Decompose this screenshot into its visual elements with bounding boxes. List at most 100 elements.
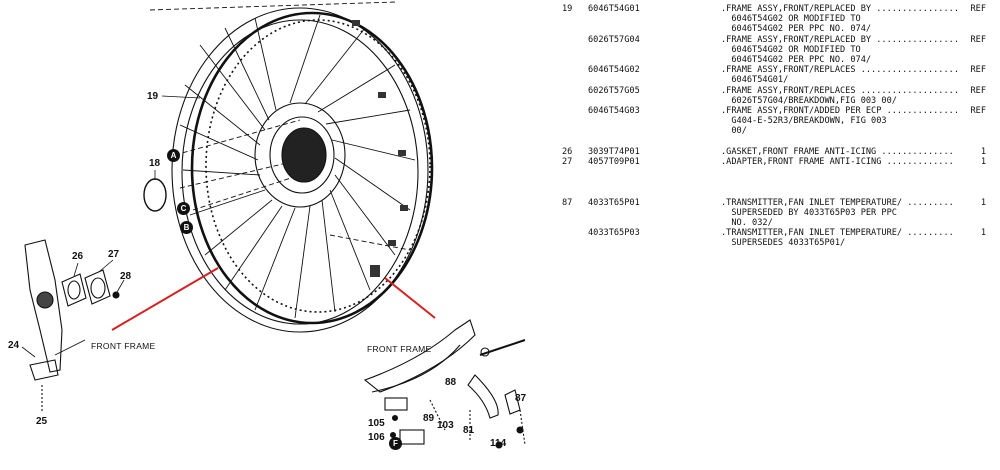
parts-list-row: 19 6046T54G01 .FRAME ASSY,FRONT/REPLACED B… xyxy=(548,4,990,14)
nomenclature: 00/ xyxy=(721,126,747,137)
parts-list-row: 6026T57G04 .FRAME ASSY,FRONT/REPLACED BY … xyxy=(548,35,990,45)
part-number: 4033T65P03 xyxy=(588,228,640,239)
inset-detail xyxy=(363,319,526,449)
o-ring-18 xyxy=(143,178,167,212)
part-number: 4033T65P01 xyxy=(588,197,640,208)
parts-list-row: 6026T57G04/BREAKDOWN,FIG 003 00/ xyxy=(548,96,990,106)
part-number: 4057T09P01 xyxy=(588,156,640,167)
dashed-leaders xyxy=(149,1,411,251)
letter-b: B xyxy=(180,221,193,234)
parts-list-row: 87 4033T65P01 .TRANSMITTER,FAN INLET TEMPE… xyxy=(548,198,990,208)
parts-list-row xyxy=(548,177,990,187)
units-per-assy: 1 xyxy=(980,228,986,239)
front-frame-segment-left xyxy=(24,239,63,373)
units-per-assy: REF xyxy=(970,105,986,116)
front-frame-label-left: FRONT FRAME xyxy=(91,341,156,351)
callout-27: 27 xyxy=(108,249,120,260)
front-frame-exploded-drawing xyxy=(21,1,526,449)
parts-list-row: 4033T65P03 .TRANSMITTER,FAN INLET TEMPERA… xyxy=(548,228,990,238)
fig-number: 26 xyxy=(562,146,573,157)
units-per-assy: REF xyxy=(970,85,986,96)
parts-list: 19 6046T54G01 .FRAME ASSY,FRONT/REPLACED B… xyxy=(548,4,990,249)
frame-vanes xyxy=(179,14,416,319)
letter-a: A xyxy=(167,149,180,162)
part-number: 3039T74P01 xyxy=(588,146,640,157)
nomenclature: .FRAME ASSY,FRONT/REPLACES .............… xyxy=(721,85,959,96)
units-per-assy: REF xyxy=(970,34,986,45)
callout-114: 114 xyxy=(490,438,507,449)
parts-list-row xyxy=(548,187,990,197)
adapter-27 xyxy=(84,269,111,305)
red-leader-lines xyxy=(111,267,436,331)
parts-list-row: NO. 032/ xyxy=(548,218,990,228)
nomenclature: SUPERSEDES 4033T65P01/ xyxy=(721,238,846,249)
nomenclature: .GASKET,FRONT FRAME ANTI-ICING .........… xyxy=(721,146,954,157)
nomenclature: 6046T54G02 OR MODIFIED TO xyxy=(721,14,861,25)
nomenclature: .ADAPTER,FRONT FRAME ANTI-ICING ........… xyxy=(721,156,954,167)
parts-list-row: 6046T54G02 PER PPC NO. 074/ xyxy=(548,24,990,34)
parts-list-row xyxy=(548,136,990,146)
units-per-assy: 1 xyxy=(980,197,986,208)
units-per-assy: 1 xyxy=(980,156,986,167)
parts-list-row: G404-E-52R3/BREAKDOWN, FIG 003 xyxy=(548,116,990,126)
nomenclature: .FRAME ASSY,FRONT/ADDED PER ECP ........… xyxy=(721,105,959,116)
parts-list-row: 00/ xyxy=(548,126,990,136)
part-number: 6046T54G01 xyxy=(588,4,640,14)
fig-number: 19 xyxy=(562,4,573,14)
gasket-26 xyxy=(61,273,87,307)
letter-f: F xyxy=(389,437,402,450)
callout-24: 24 xyxy=(8,340,20,351)
callout-19: 19 xyxy=(147,91,159,102)
nomenclature: .TRANSMITTER,FAN INLET TEMPERATURE/ ....… xyxy=(721,197,954,208)
part-number: 6046T54G03 xyxy=(588,105,640,116)
callout-103: 103 xyxy=(437,420,454,431)
nomenclature: .FRAME ASSY,FRONT/REPLACED BY ..........… xyxy=(721,4,959,14)
parts-list-row xyxy=(548,167,990,177)
nomenclature: 6046T54G02 PER PPC NO. 074/ xyxy=(721,24,872,35)
callout-81: 81 xyxy=(463,425,475,436)
parts-list-row: 6046T54G03 .FRAME ASSY,FRONT/ADDED PER EC… xyxy=(548,106,990,116)
units-per-assy: REF xyxy=(970,65,986,76)
callout-28: 28 xyxy=(120,271,132,282)
nomenclature: .TRANSMITTER,FAN INLET TEMPERATURE/ ....… xyxy=(721,228,954,239)
callout-87: 87 xyxy=(515,393,527,404)
callout-18: 18 xyxy=(149,158,161,169)
parts-list-row: 27 4057T09P01 .ADAPTER,FRONT FRAME ANTI-IC… xyxy=(548,157,990,167)
fig-number: 87 xyxy=(562,197,573,208)
nomenclature: 6026T57G04/BREAKDOWN,FIG 003 00/ xyxy=(721,95,897,106)
nomenclature: .FRAME ASSY,FRONT/REPLACES .............… xyxy=(721,65,959,76)
units-per-assy: 1 xyxy=(980,146,986,157)
parts-list-row: 26 3039T74P01 .GASKET,FRONT FRAME ANTI-ICI… xyxy=(548,147,990,157)
nomenclature: SUPERSEDED BY 4033T65P03 PER PPC xyxy=(721,207,897,218)
nomenclature: 6046T54G01/ xyxy=(721,75,789,86)
parts-list-row: 6046T54G02 OR MODIFIED TO xyxy=(548,14,990,24)
callout-26: 26 xyxy=(72,251,84,262)
callout-88: 88 xyxy=(445,377,457,388)
parts-list-row: 6046T54G02 OR MODIFIED TO xyxy=(548,45,990,55)
parts-list-row: 6046T54G02 .FRAME ASSY,FRONT/REPLACES ...… xyxy=(548,65,990,75)
parts-list-row: 6026T57G05 .FRAME ASSY,FRONT/REPLACES ...… xyxy=(548,86,990,96)
nomenclature: 6046T54G02 PER PPC NO. 074/ xyxy=(721,54,872,65)
nomenclature: .FRAME ASSY,FRONT/REPLACED BY ..........… xyxy=(721,34,959,45)
callout-105: 105 xyxy=(368,418,385,429)
callout-106: 106 xyxy=(368,432,385,443)
letter-c: C xyxy=(177,202,190,215)
part-number: 6046T54G02 xyxy=(588,65,640,76)
parts-list-row: SUPERSEDED BY 4033T65P03 PER PPC xyxy=(548,208,990,218)
parts-list-row: 6046T54G02 PER PPC NO. 074/ xyxy=(548,55,990,65)
part-number: 6026T57G05 xyxy=(588,85,640,96)
callout-89: 89 xyxy=(423,413,435,424)
parts-list-row: 6046T54G01/ xyxy=(548,75,990,85)
frame-outer-rim xyxy=(171,7,429,333)
part-number: 6026T57G04 xyxy=(588,34,640,45)
fig-number: 27 xyxy=(562,156,573,167)
callout-25: 25 xyxy=(36,416,48,427)
rim-bosses xyxy=(352,20,408,277)
nomenclature: G404-E-52R3/BREAKDOWN, FIG 003 xyxy=(721,116,887,127)
frame-hub xyxy=(254,102,346,208)
parts-list-row: SUPERSEDES 4033T65P01/ xyxy=(548,238,990,248)
front-frame-label-inset: FRONT FRAME xyxy=(367,344,432,354)
nomenclature: 6046T54G02 OR MODIFIED TO xyxy=(721,44,861,55)
nomenclature: NO. 032/ xyxy=(721,217,773,228)
